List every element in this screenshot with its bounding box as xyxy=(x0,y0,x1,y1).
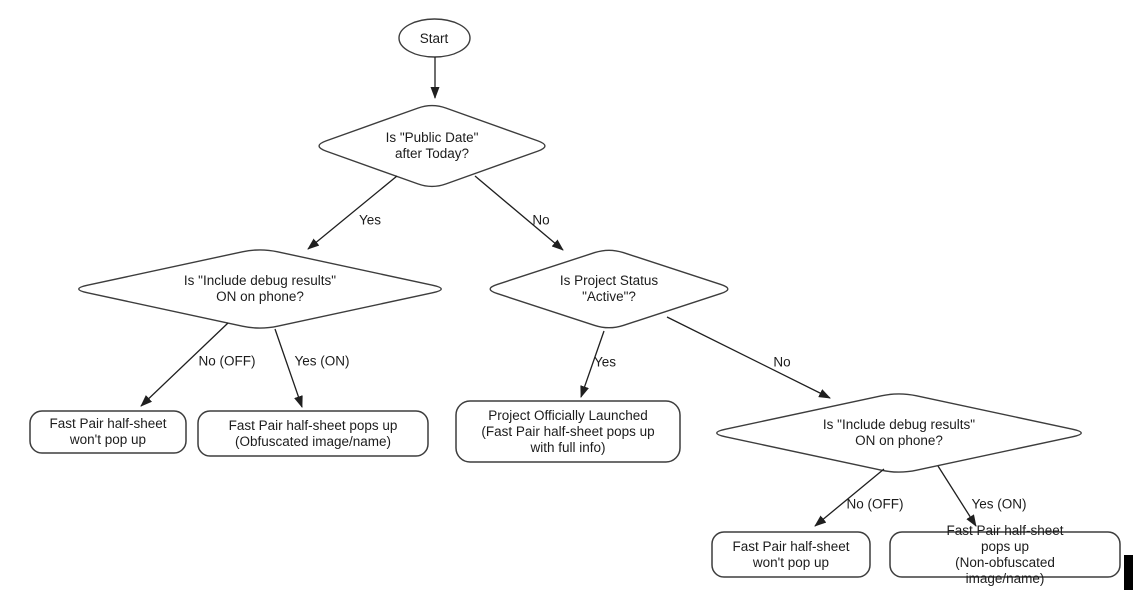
edge-label-project-status-no: No xyxy=(773,354,791,370)
edge-label-debug-left-yes: Yes (ON) xyxy=(294,353,350,369)
decision-public-date-shape xyxy=(318,104,546,188)
edge-label-debug-right-no: No (OFF) xyxy=(846,496,904,512)
edge-debug-right-no xyxy=(814,468,885,527)
edge-debug-left-yes xyxy=(274,328,303,408)
decision-debug-right-shape xyxy=(716,393,1082,473)
decision-debug-right-label: Is "Include debug results" ON on phone? xyxy=(822,417,976,448)
edge-public-date-yes xyxy=(307,175,398,250)
edge-label-public-date-yes: Yes xyxy=(358,212,382,228)
outcome-non-obfuscated-label: Fast Pair half-sheet pops up (Non-obfusc… xyxy=(946,523,1064,586)
outcome-wont-popup-right-label: Fast Pair half-sheet won't pop up xyxy=(732,539,850,570)
outcome-obfuscated-shape xyxy=(197,410,429,457)
outcome-wont-popup-left-label: Fast Pair half-sheet won't pop up xyxy=(49,416,167,447)
outcome-launched-shape xyxy=(455,400,681,463)
edge-debug-right-yes xyxy=(937,465,977,527)
decision-project-status-shape xyxy=(489,249,729,329)
edge-label-project-status-yes: Yes xyxy=(593,354,617,370)
outcome-launched-label: Project Officially Launched (Fast Pair h… xyxy=(481,408,655,455)
text-cursor-artifact xyxy=(1124,555,1133,590)
edge-label-public-date-no: No xyxy=(532,212,550,228)
outcome-wont-popup-left-shape xyxy=(29,410,187,454)
decision-public-date-label: Is "Public Date" after Today? xyxy=(385,130,479,161)
decision-debug-left-label: Is "Include debug results" ON on phone? xyxy=(183,273,337,304)
start-label: Start xyxy=(419,31,449,46)
outcome-wont-popup-right-shape xyxy=(711,531,871,578)
edge-public-date-no xyxy=(474,175,564,251)
decision-project-status-label: Is Project Status "Active"? xyxy=(559,273,659,304)
outcome-obfuscated-label: Fast Pair half-sheet pops up (Obfuscated… xyxy=(228,418,398,449)
edge-debug-left-no xyxy=(140,322,229,407)
edge-project-status-yes xyxy=(580,330,605,398)
edge-label-debug-left-no: No (OFF) xyxy=(198,353,256,369)
edge-project-status-no xyxy=(666,316,831,399)
edge-label-debug-right-yes: Yes (ON) xyxy=(971,496,1027,512)
decision-debug-left-shape xyxy=(78,249,442,329)
outcome-non-obfuscated-shape xyxy=(889,531,1121,578)
